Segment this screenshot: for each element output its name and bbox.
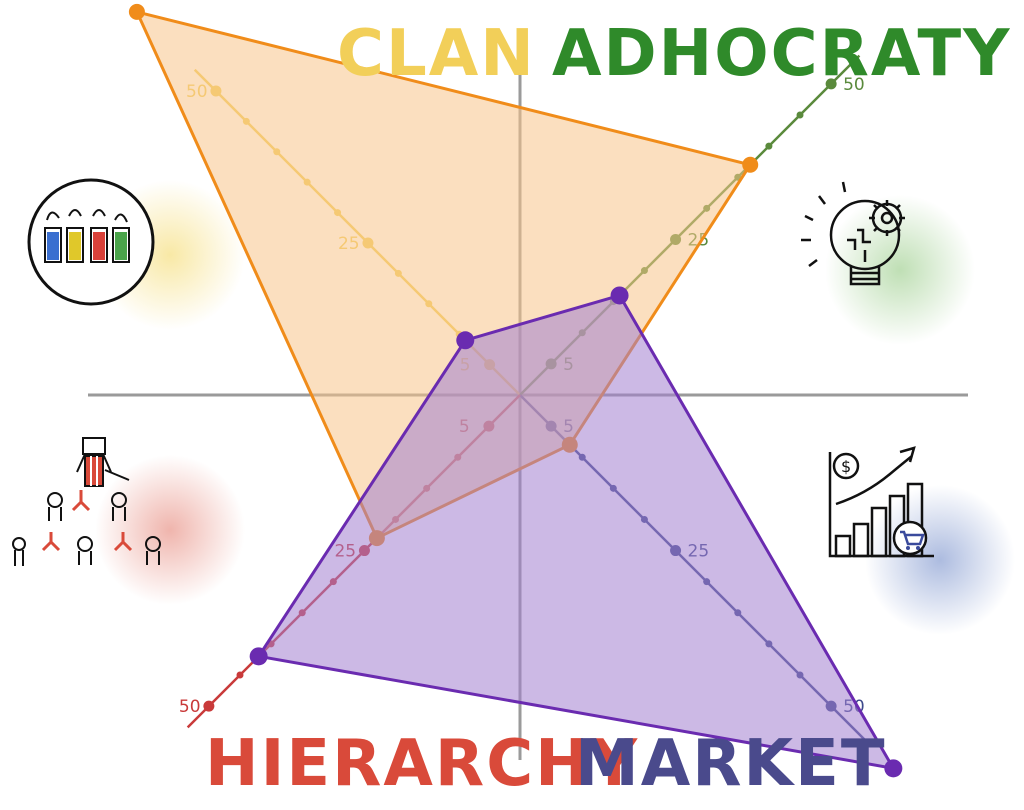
axis-major-tick [203, 700, 215, 712]
quadrant-label-adhocraty: ADHOCRATY [552, 17, 1011, 91]
quadrant-label-market: MARKET [575, 727, 886, 801]
svg-text:$: $ [841, 457, 851, 476]
axis-tick-dot [796, 111, 804, 119]
axis-major-tick [825, 78, 837, 90]
series-point-adhocraty [742, 156, 759, 173]
series-point-clan [456, 331, 475, 350]
axis-tick-dot [765, 142, 773, 150]
quadrant-label-hierarchy: HIERARCHY [205, 727, 639, 801]
series-point-hierarchy [249, 647, 268, 666]
series-point-clan [128, 3, 145, 20]
org-hierarchy-icon [12, 437, 161, 566]
quadrant-label-clan: CLAN [337, 17, 536, 91]
radar-series [128, 3, 903, 778]
series-point-market [884, 759, 903, 778]
growth-chart-icon: $ [828, 446, 934, 558]
series-point-adhocraty [610, 286, 629, 305]
axis-tick-dot [236, 671, 244, 679]
team-people-icon [27, 178, 155, 306]
axis-tick-label: 50 [179, 697, 201, 717]
axis-tick-label: 50 [843, 75, 865, 95]
lightbulb-gear-icon [801, 181, 905, 286]
